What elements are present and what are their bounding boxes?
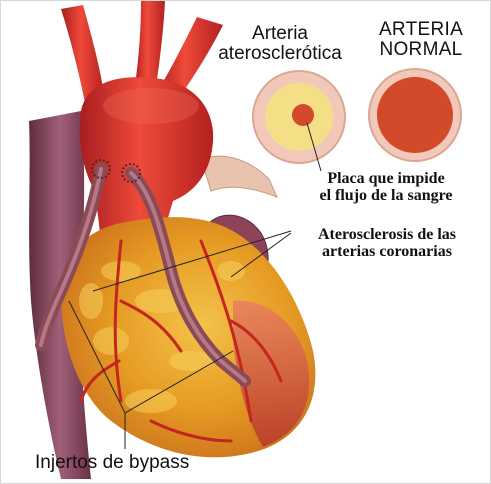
label-coronary-atherosclerosis: Aterosclerosis de las arterias coronaria… xyxy=(287,227,487,261)
pulmonary-vein xyxy=(201,156,277,197)
label-bypass-grafts: Injertos de bypass xyxy=(35,453,189,473)
label-normal-artery: ARTERIA NORMAL xyxy=(356,20,486,60)
atherosclerotic-cross-section xyxy=(253,71,345,163)
normal-cross-section xyxy=(369,69,461,161)
label-plaque: Placa que impide el flujo de la sangre xyxy=(301,171,471,205)
label-atherosclerotic-artery: Arteria aterosclerótica xyxy=(205,24,355,64)
